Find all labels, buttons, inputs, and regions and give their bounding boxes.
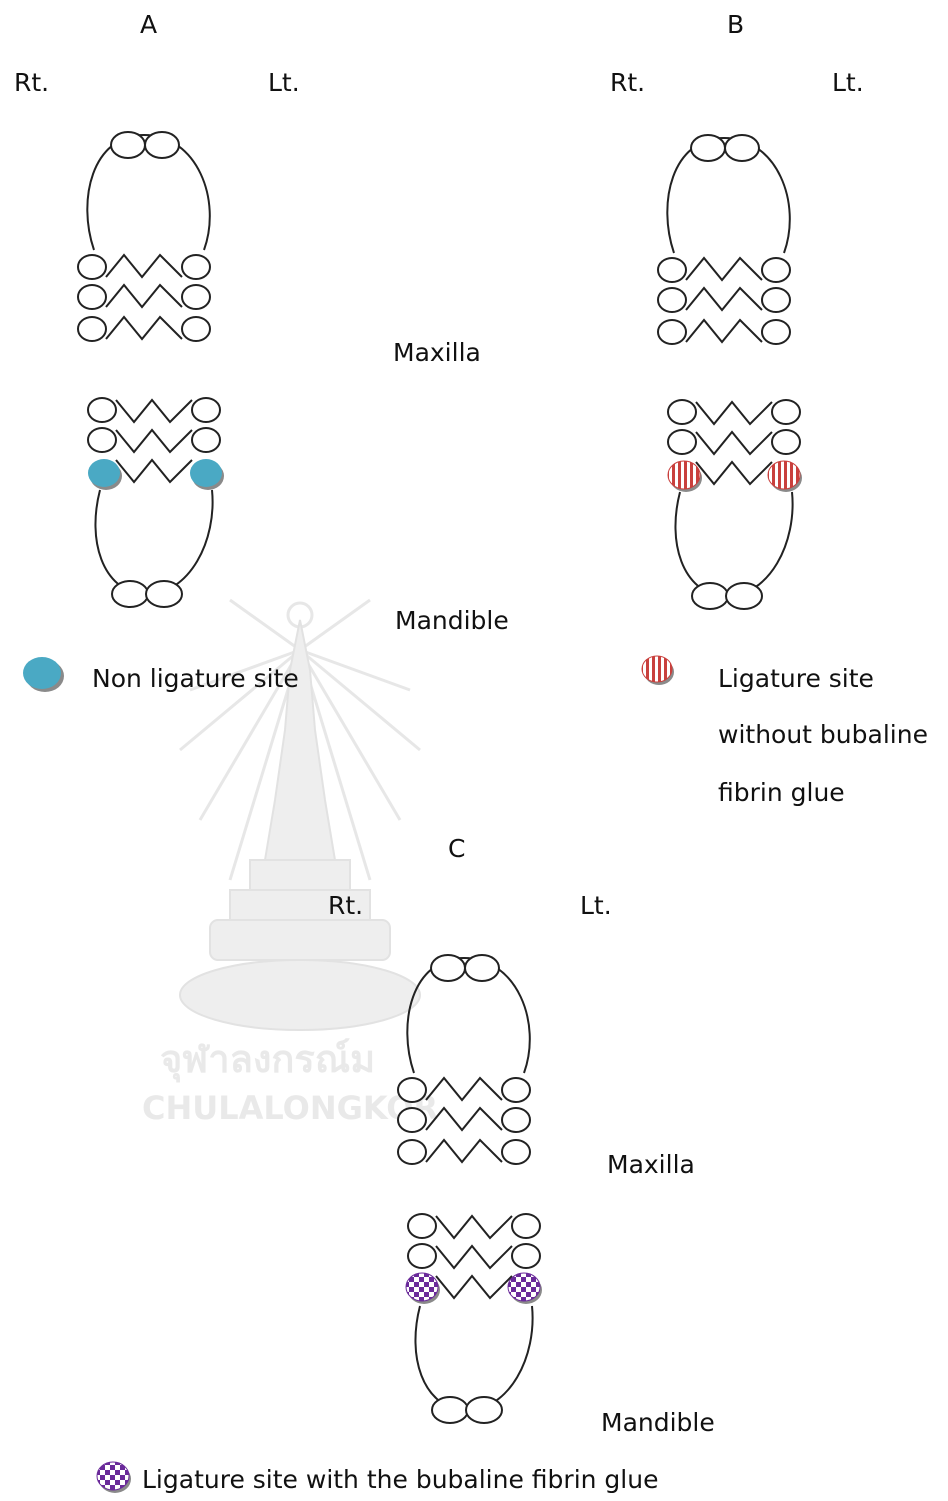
- diagram-b-maxilla: [652, 128, 802, 358]
- diagram-c-ligature-glue-marker-right: [404, 1272, 444, 1306]
- diagram-c-left-label: Lt.: [580, 893, 612, 918]
- diagram-c-letter: C: [448, 836, 465, 861]
- legend-ligature-without-glue-icon: [640, 654, 676, 686]
- diagram-b-left-label: Lt.: [832, 70, 864, 95]
- diagram-c-maxilla-label: Maxilla: [607, 1152, 695, 1177]
- diagram-a-non-ligature-marker-right: [86, 458, 126, 492]
- diagram-c-ligature-glue-marker-left: [506, 1272, 546, 1306]
- diagram-c-maxilla: [392, 948, 542, 1178]
- diagram-a-left-label: Lt.: [268, 70, 300, 95]
- legend-ligature-without-glue-line2: without bubaline: [718, 722, 928, 747]
- diagram-b-right-label: Rt.: [610, 70, 645, 95]
- diagram-a-maxilla: [72, 125, 222, 355]
- legend-non-ligature-label: Non ligature site: [92, 666, 299, 691]
- diagram-c-right-label: Rt.: [328, 893, 363, 918]
- diagram-c-mandible: [392, 1206, 542, 1426]
- legend-ligature-with-glue-label: Ligature site with the bubaline fibrin g…: [142, 1467, 658, 1492]
- legend-ligature-without-glue-line3: fibrin glue: [718, 780, 845, 805]
- diagram-a-non-ligature-marker-left: [188, 458, 228, 492]
- diagram-a-letter: A: [140, 12, 157, 37]
- legend-ligature-with-glue-icon: [95, 1460, 133, 1494]
- legend-ligature-without-glue-line1: Ligature site: [718, 666, 874, 691]
- diagram-a-right-label: Rt.: [14, 70, 49, 95]
- diagram-b-letter: B: [727, 12, 744, 37]
- diagram-b-ligature-marker-right: [666, 460, 706, 494]
- watermark-thai-text: จุฬาลงกรณ์ม: [160, 1040, 375, 1078]
- watermark-seal: [170, 560, 430, 1030]
- legend-non-ligature-icon: [22, 654, 66, 694]
- diagram-b-ligature-marker-left: [766, 460, 806, 494]
- diagram-b-mandible: [652, 392, 802, 612]
- diagram-a-maxilla-label: Maxilla: [393, 340, 481, 365]
- diagram-a-mandible: [72, 390, 222, 610]
- diagram-a-mandible-label: Mandible: [395, 608, 509, 633]
- diagram-c-mandible-label: Mandible: [601, 1410, 715, 1435]
